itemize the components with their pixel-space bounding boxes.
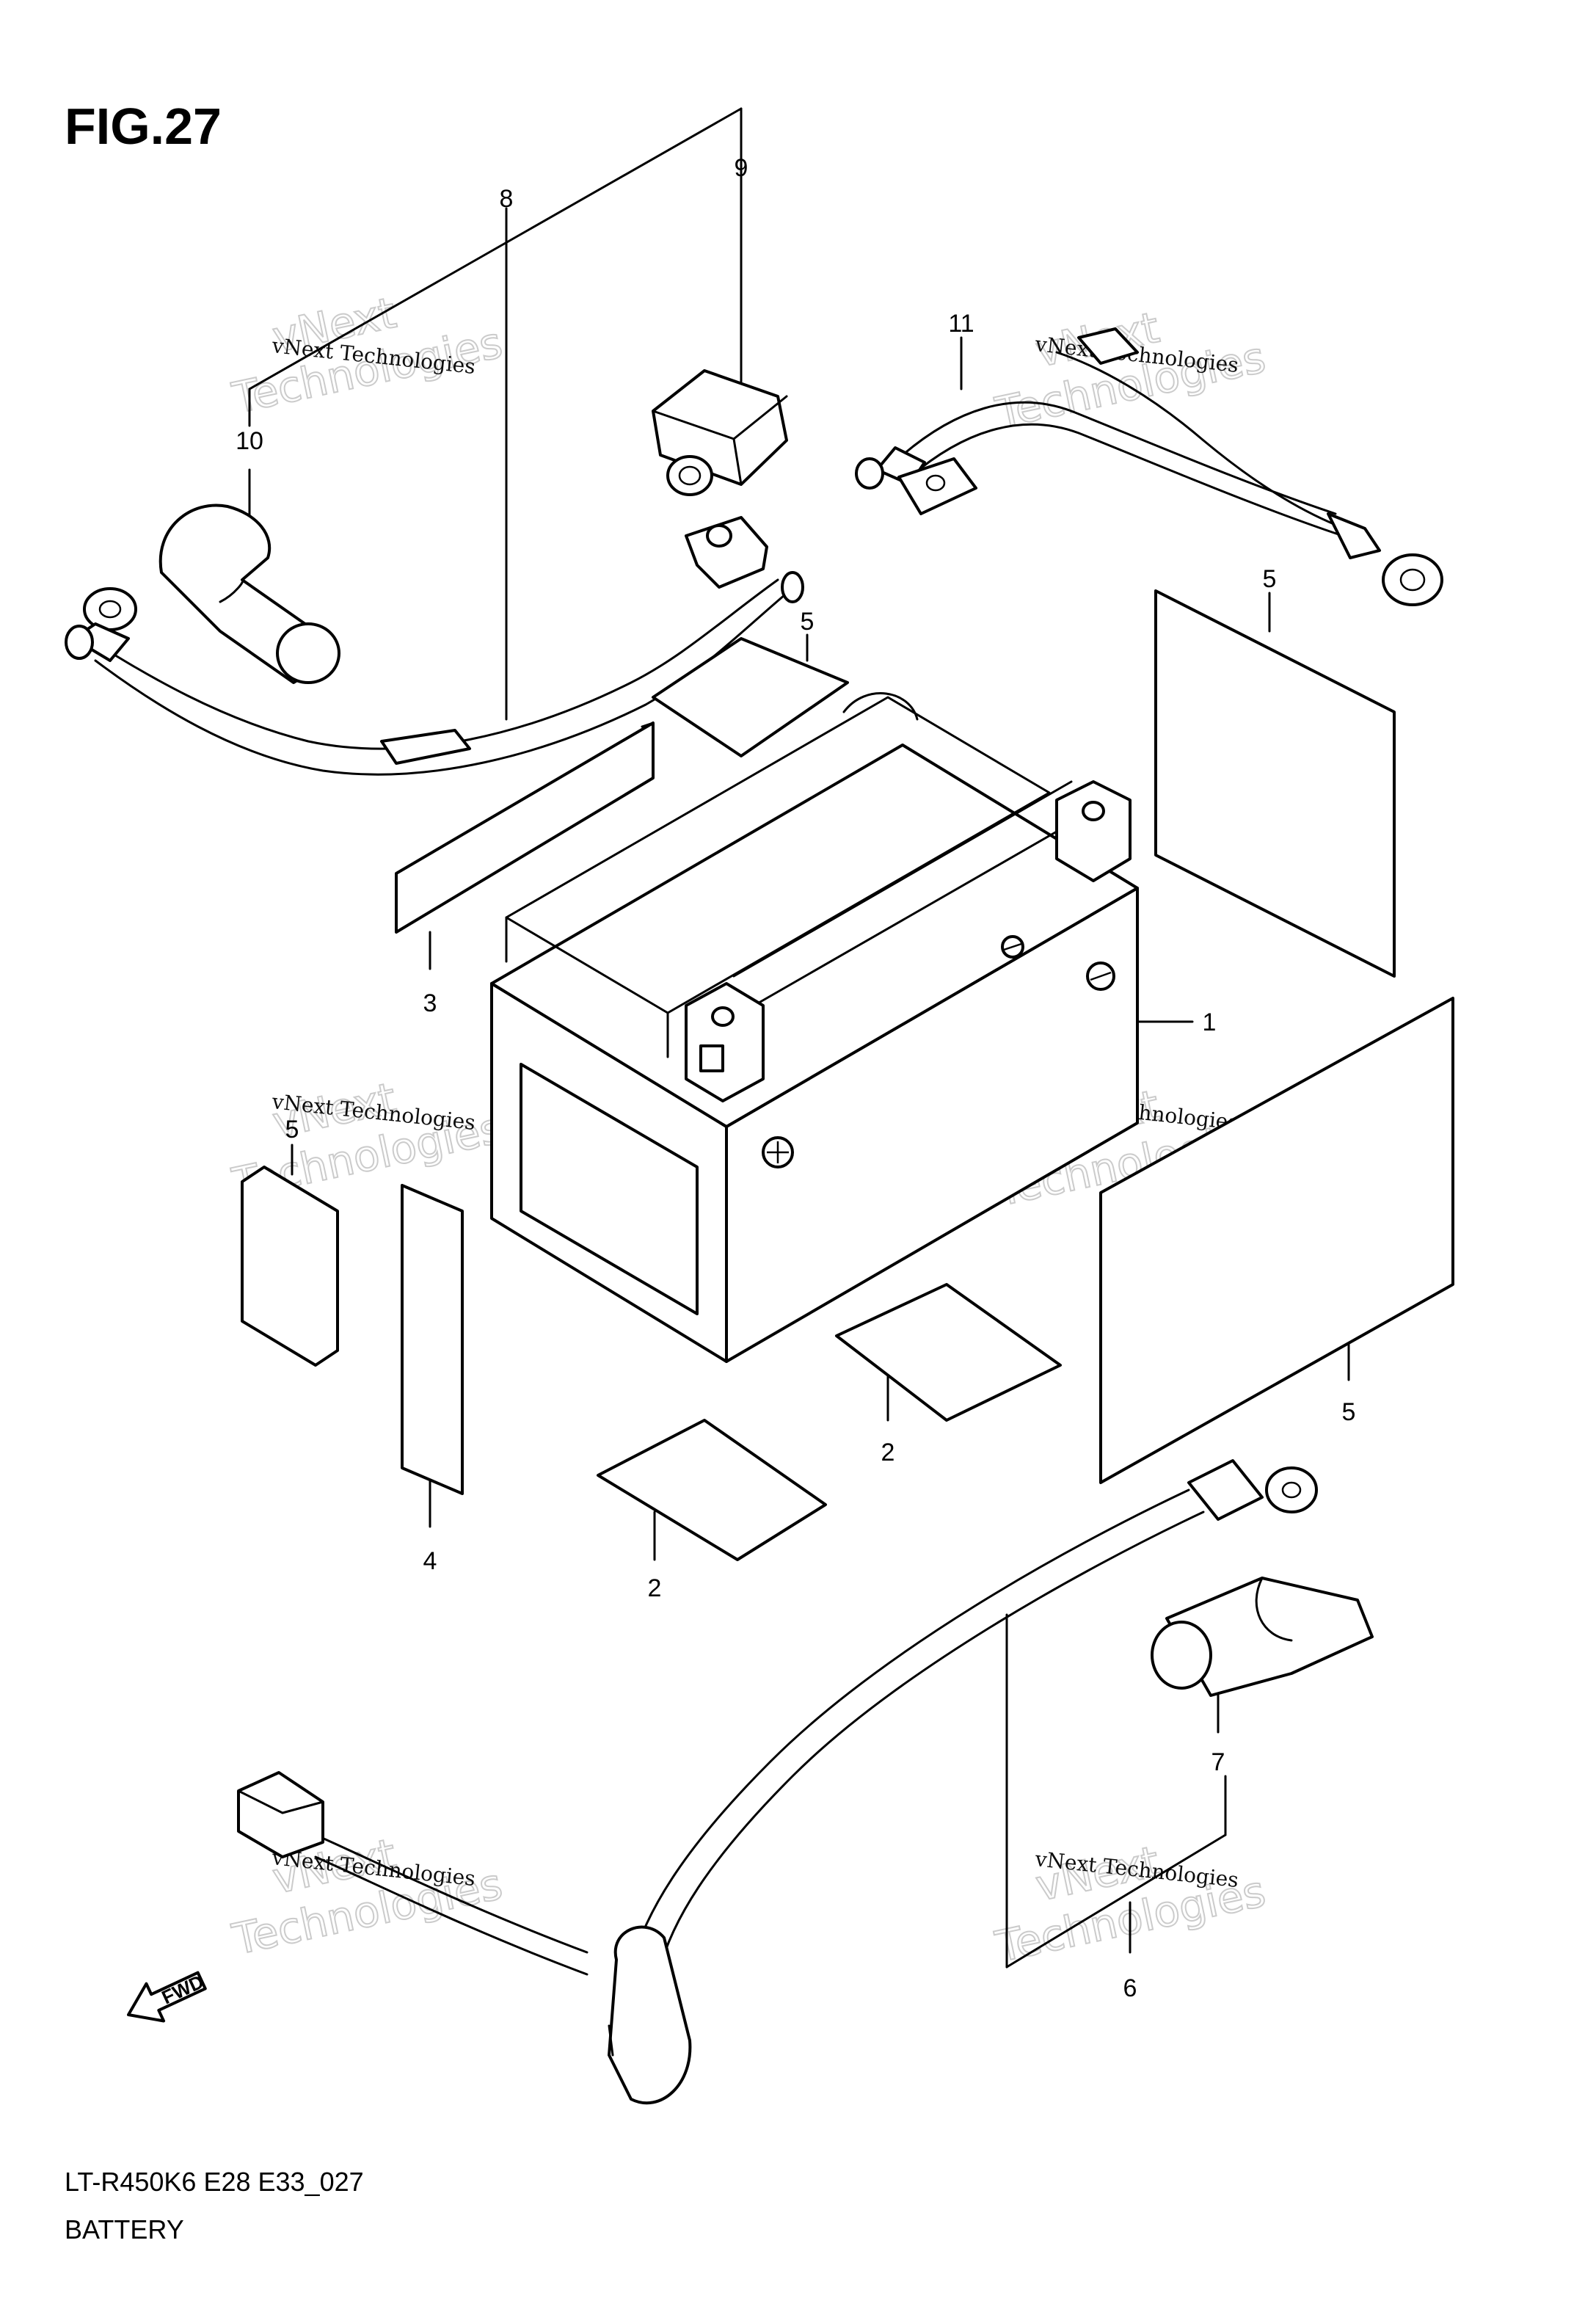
part-2-pad-left [597, 1419, 827, 1561]
callout-9: 9 [735, 154, 748, 182]
callout-8: 8 [500, 185, 514, 213]
part-4-strip [401, 1184, 464, 1495]
watermark-6: vNext Technologies [991, 1836, 1271, 1973]
part-10-boot-cover [158, 504, 340, 684]
part-9-terminal-cover [652, 369, 788, 496]
callout-5-left: 5 [285, 1116, 299, 1144]
callout-6: 6 [1123, 1974, 1137, 2002]
part-11-negative-cable [855, 327, 1443, 606]
part-2-pad-right [835, 1283, 1062, 1422]
part-1-battery [490, 692, 1139, 1363]
part-3-strip [395, 721, 655, 934]
part-6-lead [237, 1459, 1318, 2105]
figure-title: FIG.27 [65, 98, 222, 155]
callout-7: 7 [1211, 1748, 1225, 1776]
callout-10: 10 [236, 427, 263, 455]
model-code: LT-R450K6 E28 E33_027 [65, 2167, 364, 2197]
callout-5-right-lower: 5 [1342, 1398, 1356, 1426]
fwd-label: FWD [158, 1970, 207, 2008]
diagram-caption: BATTERY [65, 2214, 184, 2244]
callout-4: 4 [423, 1547, 437, 1575]
callout-3: 3 [423, 989, 437, 1017]
callout-11: 11 [948, 310, 974, 338]
callout-2-right: 2 [881, 1439, 895, 1466]
callout-5-right-upper: 5 [1263, 565, 1277, 593]
callout-labels: 9 8 10 11 5 5 3 1 5 4 2 2 5 7 6 [236, 154, 1355, 2002]
part-7-boot [1151, 1577, 1374, 1697]
callout-2-left: 2 [648, 1574, 662, 1602]
callout-5-top: 5 [801, 608, 815, 636]
part-5-pad-right-lower [1099, 997, 1454, 1484]
fwd-arrow-icon: FWD [127, 1970, 207, 2023]
callout-1: 1 [1203, 1008, 1217, 1036]
part-5-pad-left [241, 1166, 339, 1367]
part-5-pad-top [652, 637, 849, 757]
part-5-pad-right-upper [1154, 589, 1396, 978]
